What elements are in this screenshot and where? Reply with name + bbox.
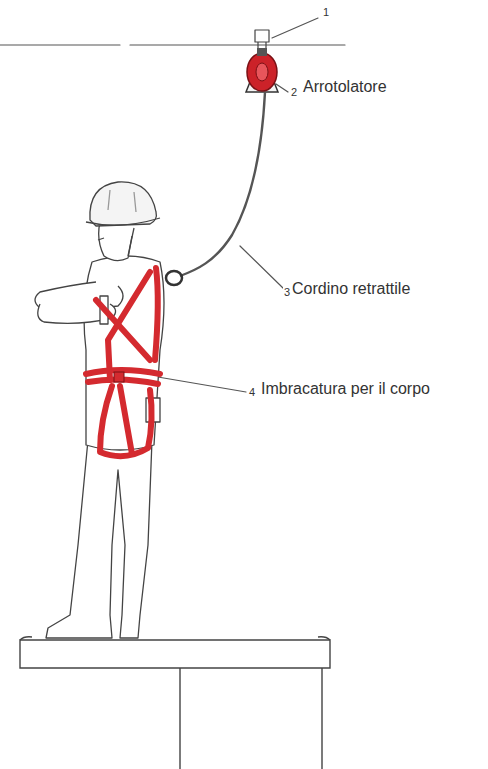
- worker-figure: [35, 182, 164, 638]
- ceiling-line: [0, 44, 345, 45]
- body-harness: [86, 268, 160, 456]
- leader-line: [240, 246, 283, 288]
- leader-line: [272, 18, 318, 38]
- callout-number: 4: [248, 386, 256, 398]
- callout-number: 3: [283, 286, 291, 298]
- callout-number: 1: [322, 6, 330, 18]
- retractable-lanyard: [180, 92, 265, 276]
- platform: [20, 637, 330, 769]
- snap-hook: [166, 271, 182, 285]
- part-name: Arrotolatore: [302, 78, 388, 96]
- part-name: Cordino retrattile: [291, 280, 411, 298]
- part-name: Imbracatura per il corpo: [260, 380, 431, 398]
- anchor-point: [255, 30, 269, 50]
- leader-line: [152, 376, 246, 392]
- retractor: [246, 48, 278, 92]
- callout-number: 2: [290, 86, 298, 98]
- harness-buckle: [114, 372, 124, 382]
